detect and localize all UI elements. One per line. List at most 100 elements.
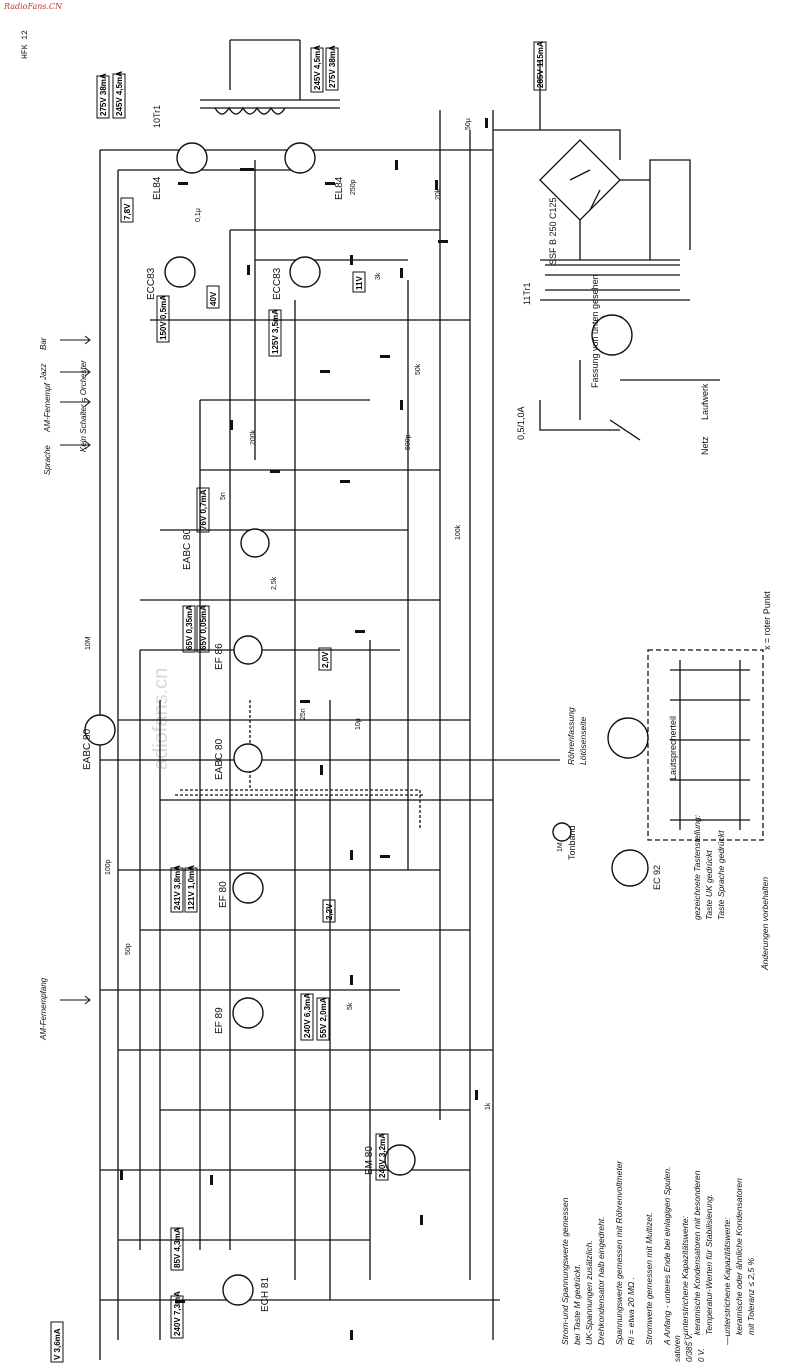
tube-label-6: EABC 80: [82, 728, 93, 770]
vbox-14: 241V 3,8mA: [170, 865, 184, 913]
vbox-20: 85V 4,3mA: [170, 1227, 184, 1271]
comp-7: 20k: [435, 188, 442, 200]
svg-text:55V 2,0mA: 55V 2,0mA: [319, 997, 328, 1038]
note2-5: Änderungen vorbehalten: [760, 877, 770, 971]
svg-text:76V 0,7mA: 76V 0,7mA: [199, 489, 208, 530]
vbox-0: 275V 38mA: [96, 73, 110, 119]
note-0: Strom-und Spannungswerte gemessen: [560, 1197, 570, 1345]
tube-label-4: EABC 80: [182, 528, 193, 570]
laufwerk-label: Laufwerk: [700, 383, 710, 420]
comp-2: 100k: [455, 524, 462, 540]
tube-ef86: [233, 635, 263, 665]
wiring: [99, 39, 764, 1360]
tonband-label: Tonband: [567, 825, 577, 860]
svg-text:11V: 11V: [355, 276, 364, 290]
output-transformer-label: 10Tr1: [152, 105, 162, 128]
vbox-5: 7,8V: [120, 197, 134, 223]
comp-3: 50k: [415, 363, 422, 375]
tube-symbols: [84, 142, 649, 1306]
note-2: UK-Spannungen zusätzlich.: [584, 1240, 594, 1345]
socket-ec92: [611, 849, 649, 887]
note-11: —unterstrichene Kapazitätswerte:: [722, 1217, 732, 1346]
tube-ef89: [232, 997, 264, 1029]
comp-14: 250p: [350, 179, 357, 195]
tube-label-5: EF 86: [214, 643, 225, 670]
svg-text:125V 3,5mA: 125V 3,5mA: [271, 309, 280, 354]
comp-5: 1k: [485, 1102, 492, 1110]
note-12: keramische oder ähnliche Kondensatoren: [734, 1178, 744, 1335]
note2-4: Taste Sprache gedrückt: [716, 830, 726, 920]
tube-ef80: [232, 872, 264, 904]
comp-17: 10μ: [355, 718, 362, 730]
vbox-11: 65V 0,35mA: [182, 605, 196, 653]
svg-text:85V 4,3mA: 85V 4,3mA: [173, 1227, 182, 1268]
comp-8: 3k: [375, 272, 382, 280]
svg-text:245V 4,5mA: 245V 4,5mA: [115, 71, 124, 116]
switch-orchester: Kein Schalter = Orchester: [79, 360, 88, 452]
svg-text:240V 7,3mA: 240V 7,3mA: [173, 1291, 182, 1336]
vbox-1: 245V 4,5mA: [112, 71, 126, 119]
note2-3: Taste UK gedrückt: [704, 850, 714, 920]
svg-text:40V: 40V: [209, 291, 218, 306]
vbox-9: 125V 3,5mA: [268, 309, 282, 357]
roter-punkt-label: x = roter Punkt: [762, 591, 772, 650]
vbox-21: 240V 7,3mA: [170, 1291, 184, 1339]
svg-text:2,2V: 2,2V: [325, 903, 334, 920]
bottom-left-notes: satoren 0/385 V. 0 V.: [673, 1333, 706, 1362]
vbox-15: 121V 1,0mA: [184, 865, 198, 913]
tube-label-8: EF 80: [218, 881, 229, 908]
vbox-4: 285V 115mA: [533, 41, 547, 91]
lautsprecher-label: Lautsprecherteil: [668, 716, 678, 780]
vbox-13: 2,0V: [318, 647, 332, 671]
switch-am-fernempf: AM-Fernempf: [43, 382, 52, 433]
socket-rohrenfassung: [607, 717, 649, 759]
svg-text:121V 1,0mA: 121V 1,0mA: [187, 865, 196, 910]
rectifier-label: SSF B 250 C125: [548, 197, 558, 265]
am-fernempfang-label: AM-Fernempfang: [39, 977, 48, 1041]
tube-el84-b: [284, 142, 316, 174]
watermark: RadioFans.CN: [4, 2, 63, 11]
bl-1: 0/385 V.: [685, 1333, 694, 1362]
switch-bar: Bar: [39, 337, 48, 350]
vbox-8: 11V: [352, 271, 366, 293]
note-4: Spannungswerte gemessen mit Röhrenvoltme…: [614, 1160, 624, 1345]
svg-text:2,0V: 2,0V: [321, 651, 330, 668]
note-6: Stromwerte gemessen mit Multizet.: [644, 1212, 654, 1345]
svg-text:245V 4,5mA: 245V 4,5mA: [313, 45, 322, 90]
comp-6: 5k: [347, 1002, 354, 1010]
notes2-block: Röhrenfassung Lötösenseite gezeichnete T…: [566, 707, 770, 971]
vbox-10: 76V 0,7mA: [196, 487, 210, 533]
vbox-17: 240V 6,3mA: [300, 993, 314, 1041]
tube-el84-a: [176, 142, 208, 174]
comp-16: 50μ: [465, 118, 472, 130]
tube-label-2: ECC83: [146, 267, 157, 300]
vbox-12: 65V 0,05mA: [196, 605, 210, 653]
comp-4: 2,5k: [271, 576, 278, 590]
svg-text:285V 115mA: 285V 115mA: [536, 41, 545, 88]
comp-13: 25n: [300, 708, 307, 720]
comp-15: 500p: [405, 434, 412, 450]
comp-1: 200k: [250, 429, 257, 445]
note-9: keramische Kondensatoren mit besonderen: [692, 1170, 702, 1335]
tube-ecc83-a: [164, 256, 196, 288]
vbox-19: 240V 3,2mA: [375, 1133, 389, 1181]
section-labels: SSF B 250 C125 11Tr1 10Tr1 Fassung von u…: [152, 105, 772, 890]
vbox-3: 245V 4,5mA: [310, 45, 324, 93]
note-5: Ri = etwa 20 MΩ .: [626, 1277, 636, 1345]
note-8: ~~unterstrichene Kapazitätswerte:: [680, 1215, 690, 1345]
component-marks: [120, 118, 488, 1340]
note-3: Drehkondensator halb eingedreht.: [596, 1216, 606, 1345]
socket-title: Fassung von unten gesehen: [590, 274, 600, 388]
voltage-box-group: 275V 38mA 245V 4,5mA 275V 38mA 245V 4,5m…: [50, 41, 547, 1363]
svg-text:V 3,6mA: V 3,6mA: [53, 1328, 62, 1360]
comp-9: 1M: [557, 842, 564, 852]
tonband-jack: [552, 822, 572, 842]
component-values: 10M 200k 100k 50k 2,5k 1k 5k 20k 3k 1M 1…: [85, 118, 564, 1110]
tube-labels: EL84 EL84 ECC83 ECC83 EABC 80 EF 86 EABC…: [82, 176, 375, 1312]
note-10: Temperatur-Werten für Stabilisierung.: [704, 1194, 714, 1335]
netz-label: Netz: [700, 436, 710, 455]
vbox-22: V 3,6mA: [50, 1321, 64, 1363]
bl-0: satoren: [673, 1335, 682, 1362]
